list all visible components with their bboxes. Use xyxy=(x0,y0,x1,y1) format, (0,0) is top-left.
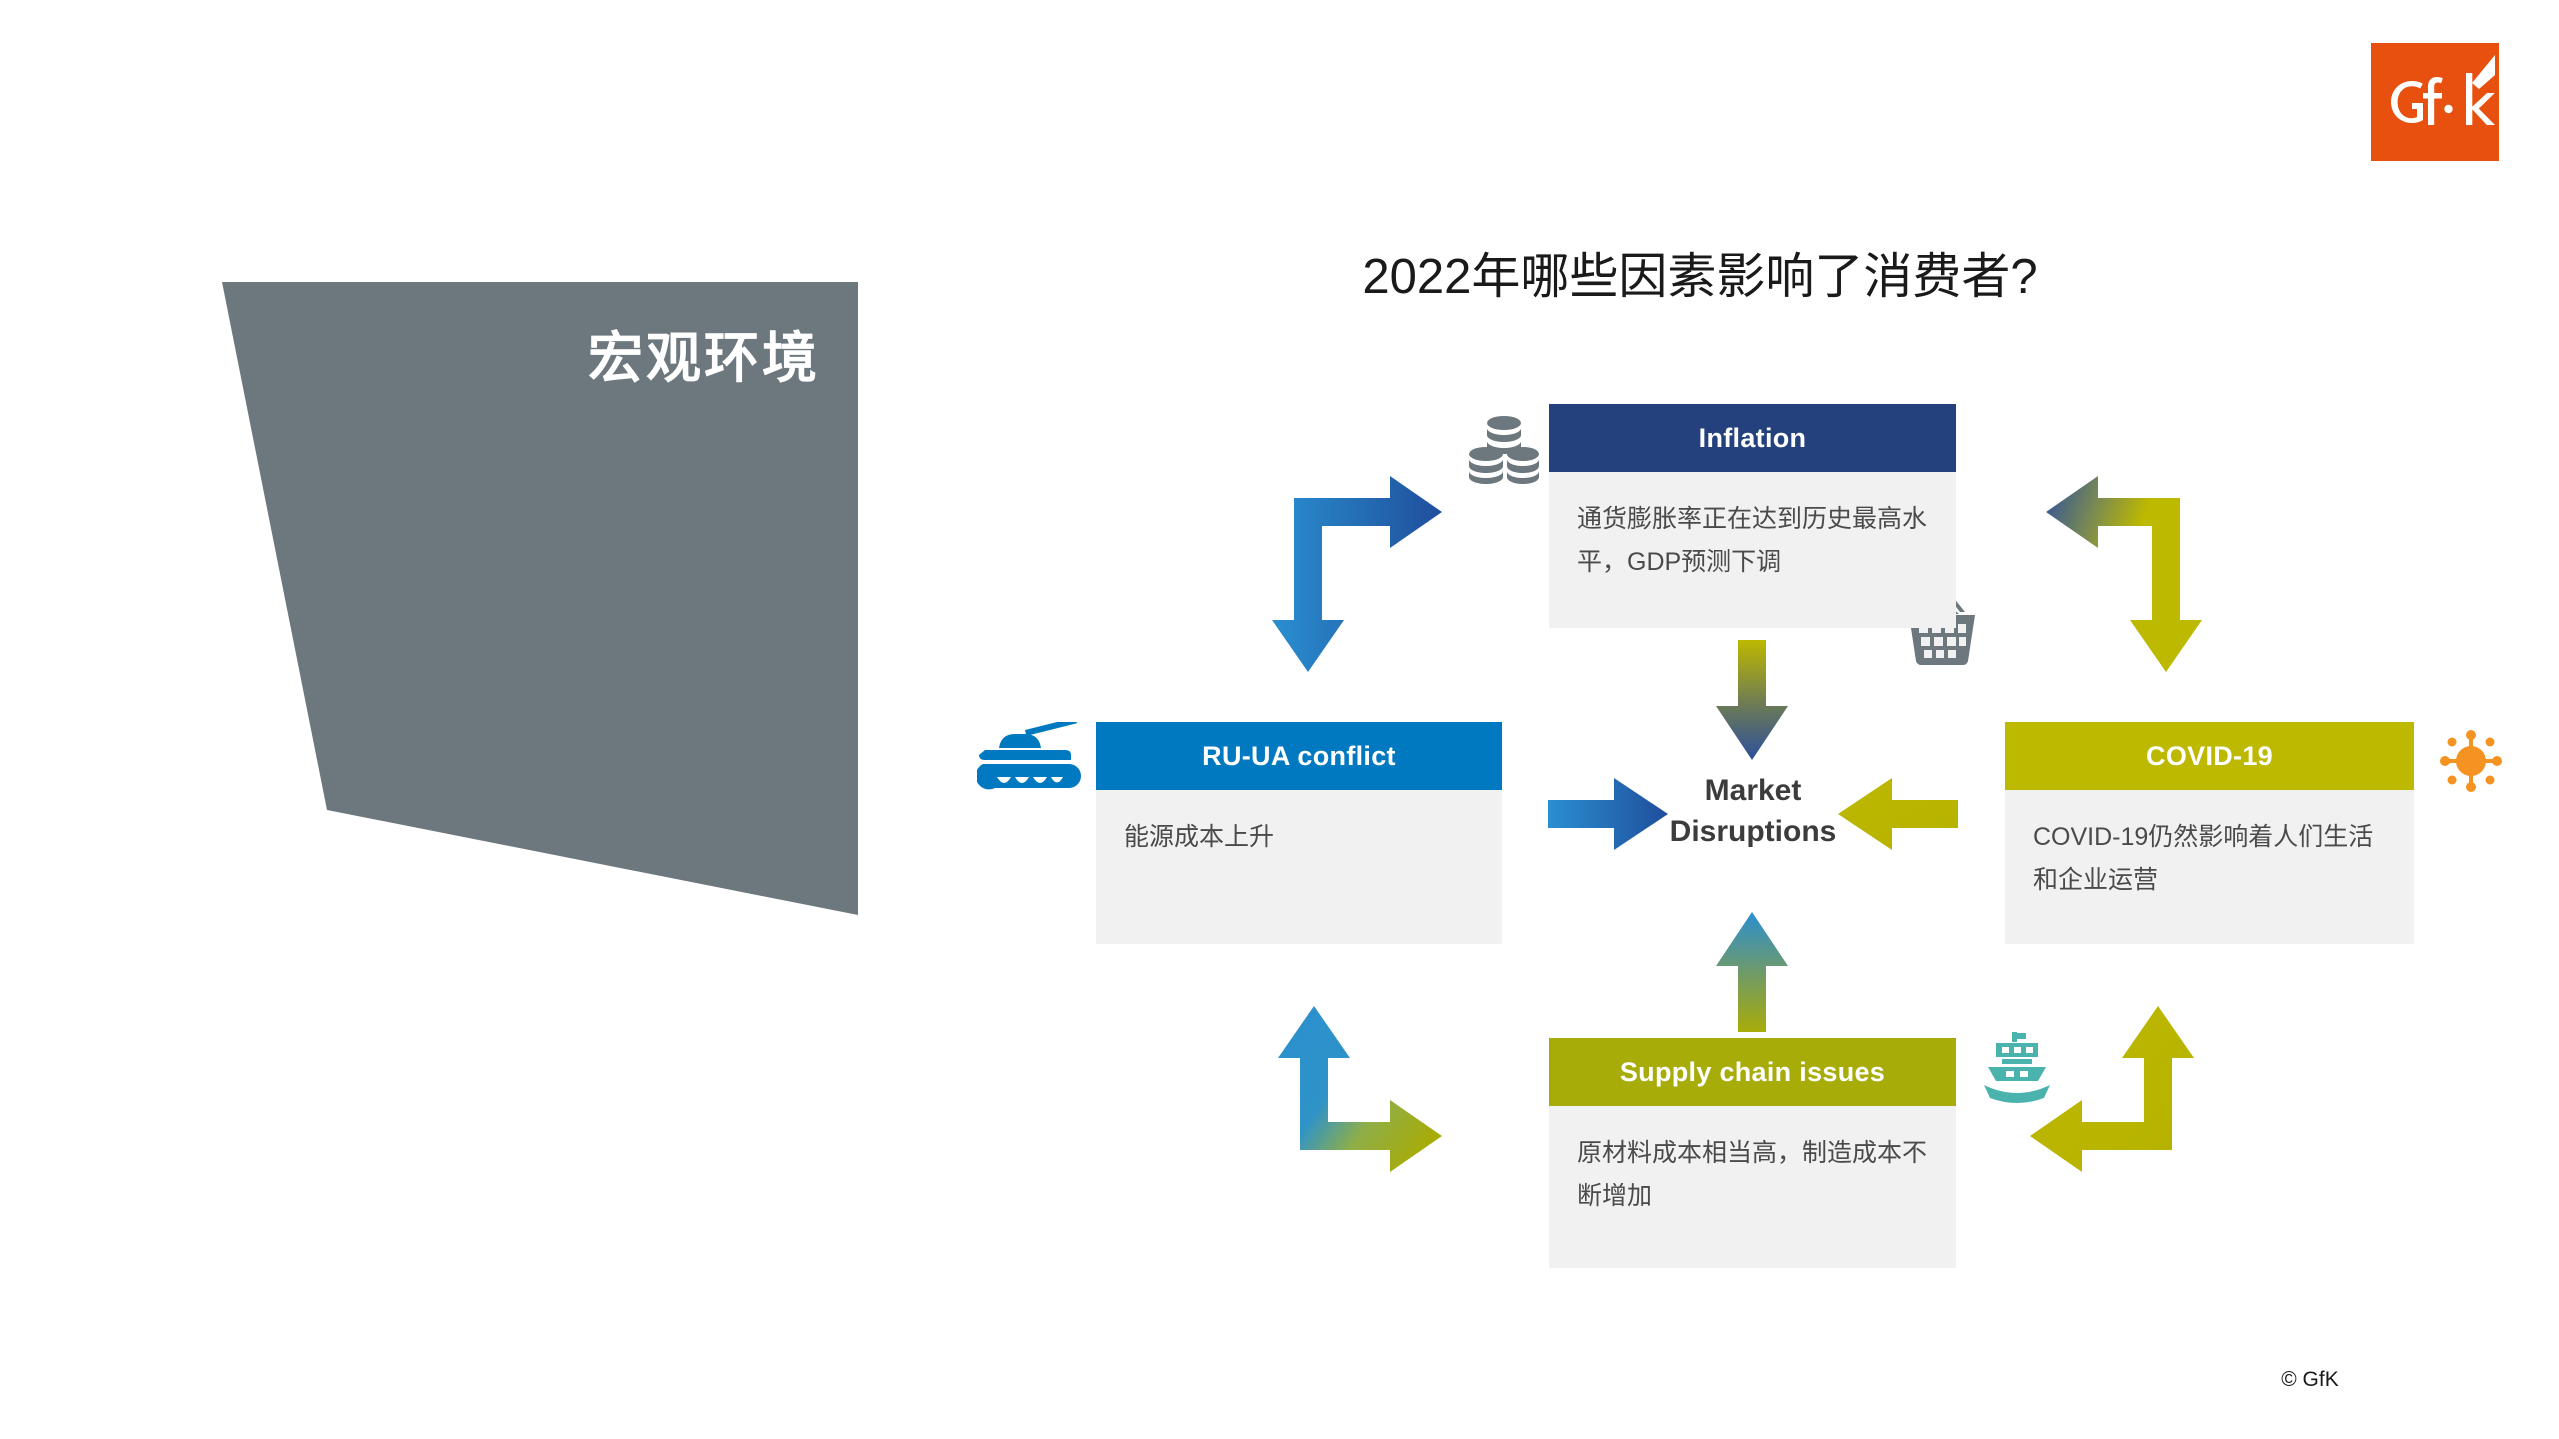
coins-icon xyxy=(1469,416,1539,484)
arrow-center-up xyxy=(1716,912,1788,1032)
arrow-bent-bottom-left xyxy=(1278,1006,1442,1172)
arrow-bent-top-left xyxy=(1272,476,1442,672)
factor-card-ruua-title: RU-UA conflict xyxy=(1096,722,1502,790)
arrow-bent-top-right xyxy=(2046,476,2202,672)
factor-card-supply-title: Supply chain issues xyxy=(1549,1038,1956,1106)
factor-card-covid-body: COVID-19仍然影响着人们生活和企业运营 xyxy=(2033,823,2374,894)
ship-icon xyxy=(1984,1032,2050,1103)
macro-environment-panel xyxy=(210,265,880,935)
factor-card-ruua[interactable]: RU-UA conflict 能源成本上升 xyxy=(1096,722,1502,944)
factor-card-inflation[interactable]: Inflation 通货膨胀率正在达到历史最高水平，GDP预测下调 xyxy=(1549,404,1956,628)
copyright-text: © GfK xyxy=(2281,1368,2339,1391)
market-disruptions-label: Market Disruptions xyxy=(1628,770,1878,853)
factor-card-ruua-body: 能源成本上升 xyxy=(1124,823,1275,851)
market-disruptions-line1: Market xyxy=(1704,774,1802,807)
factor-card-covid-title: COVID-19 xyxy=(2005,722,2414,790)
macro-environment-label: 宏观环境 xyxy=(587,327,820,389)
tank-icon xyxy=(977,722,1081,790)
market-disruptions-line2: Disruptions xyxy=(1669,815,1837,849)
page-title: 2022年哪些因素影响了消费者? xyxy=(1362,250,2038,304)
factor-card-supply-body: 原材料成本相当高，制造成本不断增加 xyxy=(1577,1139,1928,1210)
gfk-logo xyxy=(2371,43,2499,161)
factor-card-inflation-title: Inflation xyxy=(1549,404,1956,472)
factor-card-supply[interactable]: Supply chain issues 原材料成本相当高，制造成本不断增加 xyxy=(1549,1038,1956,1268)
arrow-center-down xyxy=(1716,640,1788,760)
factor-card-covid[interactable]: COVID-19 COVID-19仍然影响着人们生活和企业运营 xyxy=(2005,722,2414,944)
factor-card-inflation-body: 通货膨胀率正在达到历史最高水平，GDP预测下调 xyxy=(1577,505,1928,576)
virus-icon xyxy=(2440,730,2502,792)
